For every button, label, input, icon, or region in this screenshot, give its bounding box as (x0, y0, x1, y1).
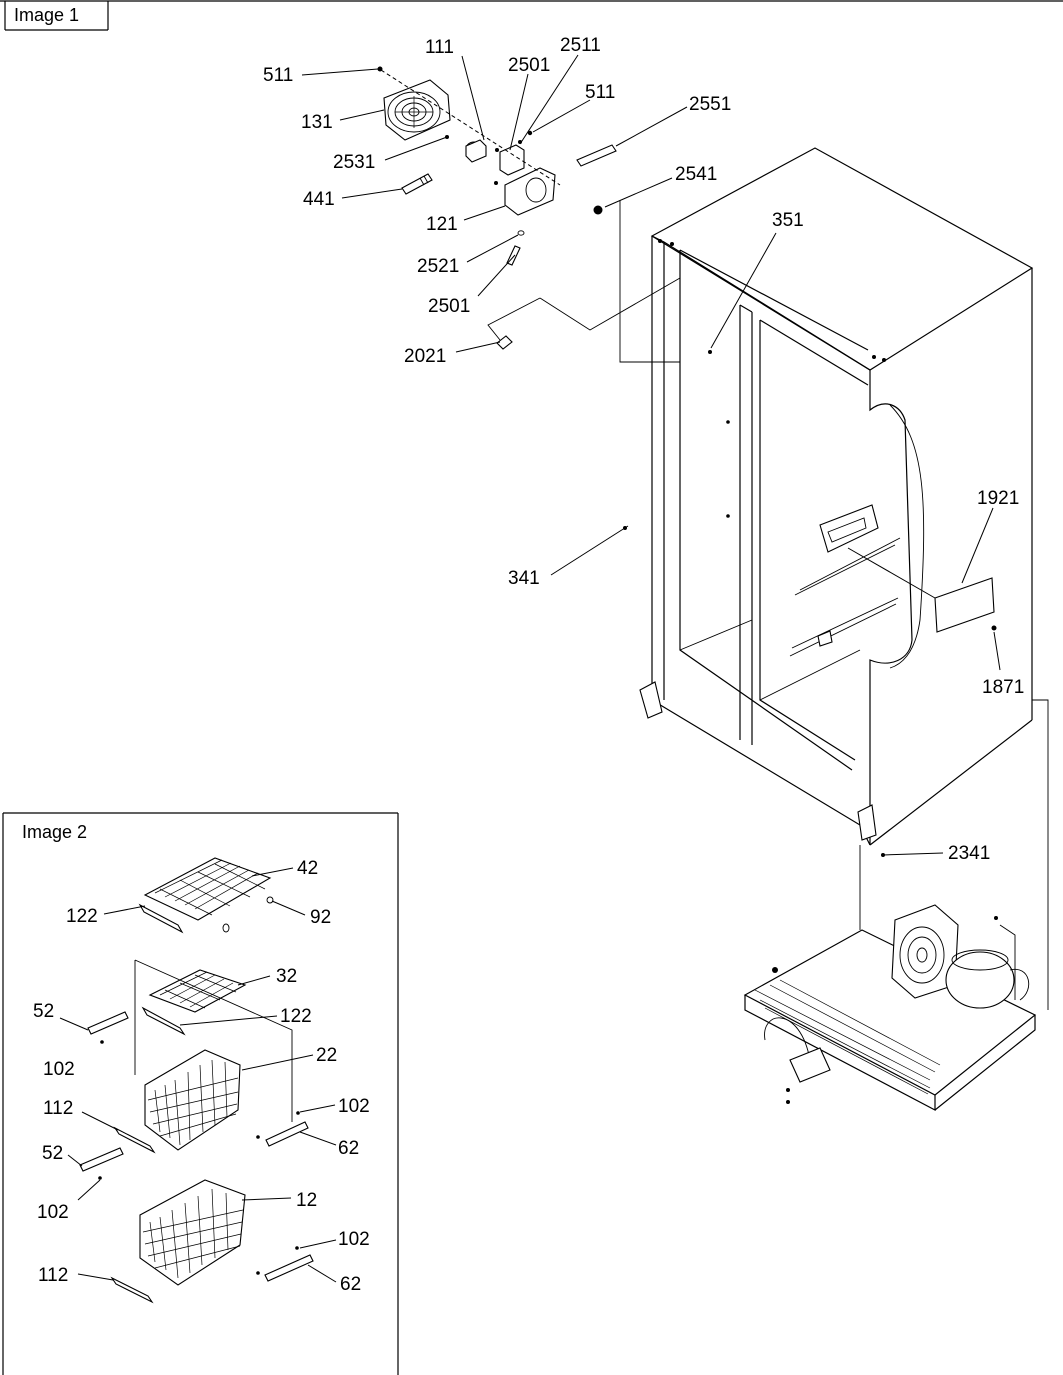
callout-2341: 2341 (948, 843, 990, 864)
callout-121: 121 (426, 214, 458, 235)
bottom-left-hinge (639, 681, 663, 719)
evaporator-fan-assembly (377, 66, 681, 363)
callout-2531: 2531 (333, 152, 375, 173)
basket-12 (79, 1111, 314, 1304)
control-housing (789, 504, 901, 657)
image1-leaders (301, 54, 1001, 856)
callout-2551: 2551 (689, 94, 731, 115)
callout-2501: 2501 (508, 55, 550, 76)
compressor (945, 949, 1030, 1009)
callout-131: 131 (301, 112, 333, 133)
callout-32: 32 (276, 966, 297, 987)
callout-2541: 2541 (675, 164, 717, 185)
callout-2021: 2021 (404, 346, 446, 367)
callout-52: 52 (42, 1143, 63, 1164)
callout-441: 441 (303, 189, 335, 210)
callout-351: 351 (772, 210, 804, 231)
callout-2501: 2501 (428, 296, 470, 317)
callout-52: 52 (33, 1001, 54, 1022)
callout-102: 102 (43, 1059, 75, 1080)
callout-122: 122 (280, 1006, 312, 1027)
callout-62: 62 (340, 1274, 361, 1295)
shelf-42 (138, 857, 274, 934)
callout-102: 102 (338, 1229, 370, 1250)
fan-shroud-part (494, 167, 556, 216)
basket-22 (87, 1011, 309, 1154)
image2-frame: Image 2 (2, 812, 399, 1375)
callout-511: 511 (585, 82, 615, 103)
callout-111: 111 (425, 37, 454, 58)
callout-341: 341 (508, 568, 540, 589)
fan-grille-part (383, 79, 451, 141)
callout-62: 62 (338, 1138, 359, 1159)
callout-102: 102 (37, 1202, 69, 1223)
callout-42: 42 (297, 858, 318, 879)
callout-112: 112 (43, 1098, 73, 1119)
image1-title: Image 1 (14, 5, 79, 25)
image1-frame: Image 1 (0, 0, 1063, 31)
capacitor (789, 1047, 831, 1083)
image2-title: Image 2 (22, 822, 87, 842)
screw-1871 (991, 625, 997, 631)
shaft-part (401, 173, 433, 195)
motor-bracket-part (495, 140, 525, 176)
machine-compartment (743, 845, 1037, 1111)
callout-1871: 1871 (982, 677, 1024, 698)
light-cover-1921 (934, 577, 995, 633)
image2-callouts: 42 122 92 32 52 122 102 22 112 102 62 52… (33, 858, 370, 1295)
callout-2511: 2511 (560, 35, 601, 56)
grommet-2541 (593, 205, 603, 215)
screw-511-b (527, 130, 533, 136)
refrigerator-cabinet (623, 147, 1049, 1010)
callout-511: 511 (263, 65, 293, 86)
callout-2521: 2521 (417, 256, 459, 277)
condenser-fan (891, 904, 959, 999)
shelf-32 (134, 959, 293, 1122)
image2-leaders (59, 867, 337, 1283)
callout-12: 12 (296, 1190, 317, 1211)
callout-1921: 1921 (977, 488, 1019, 509)
fan-motor-part (465, 139, 487, 163)
bottom-right-hinge (857, 804, 877, 841)
callout-102: 102 (338, 1096, 370, 1117)
callout-122: 122 (66, 906, 98, 927)
callout-112: 112 (38, 1265, 68, 1286)
callout-22: 22 (316, 1045, 337, 1066)
image1-callouts: 511 131 111 2501 2511 511 2551 2531 441 … (263, 35, 1024, 864)
spacer-2551-part (576, 144, 617, 167)
callout-92: 92 (310, 907, 331, 928)
thermistor-2021-part (496, 335, 513, 350)
